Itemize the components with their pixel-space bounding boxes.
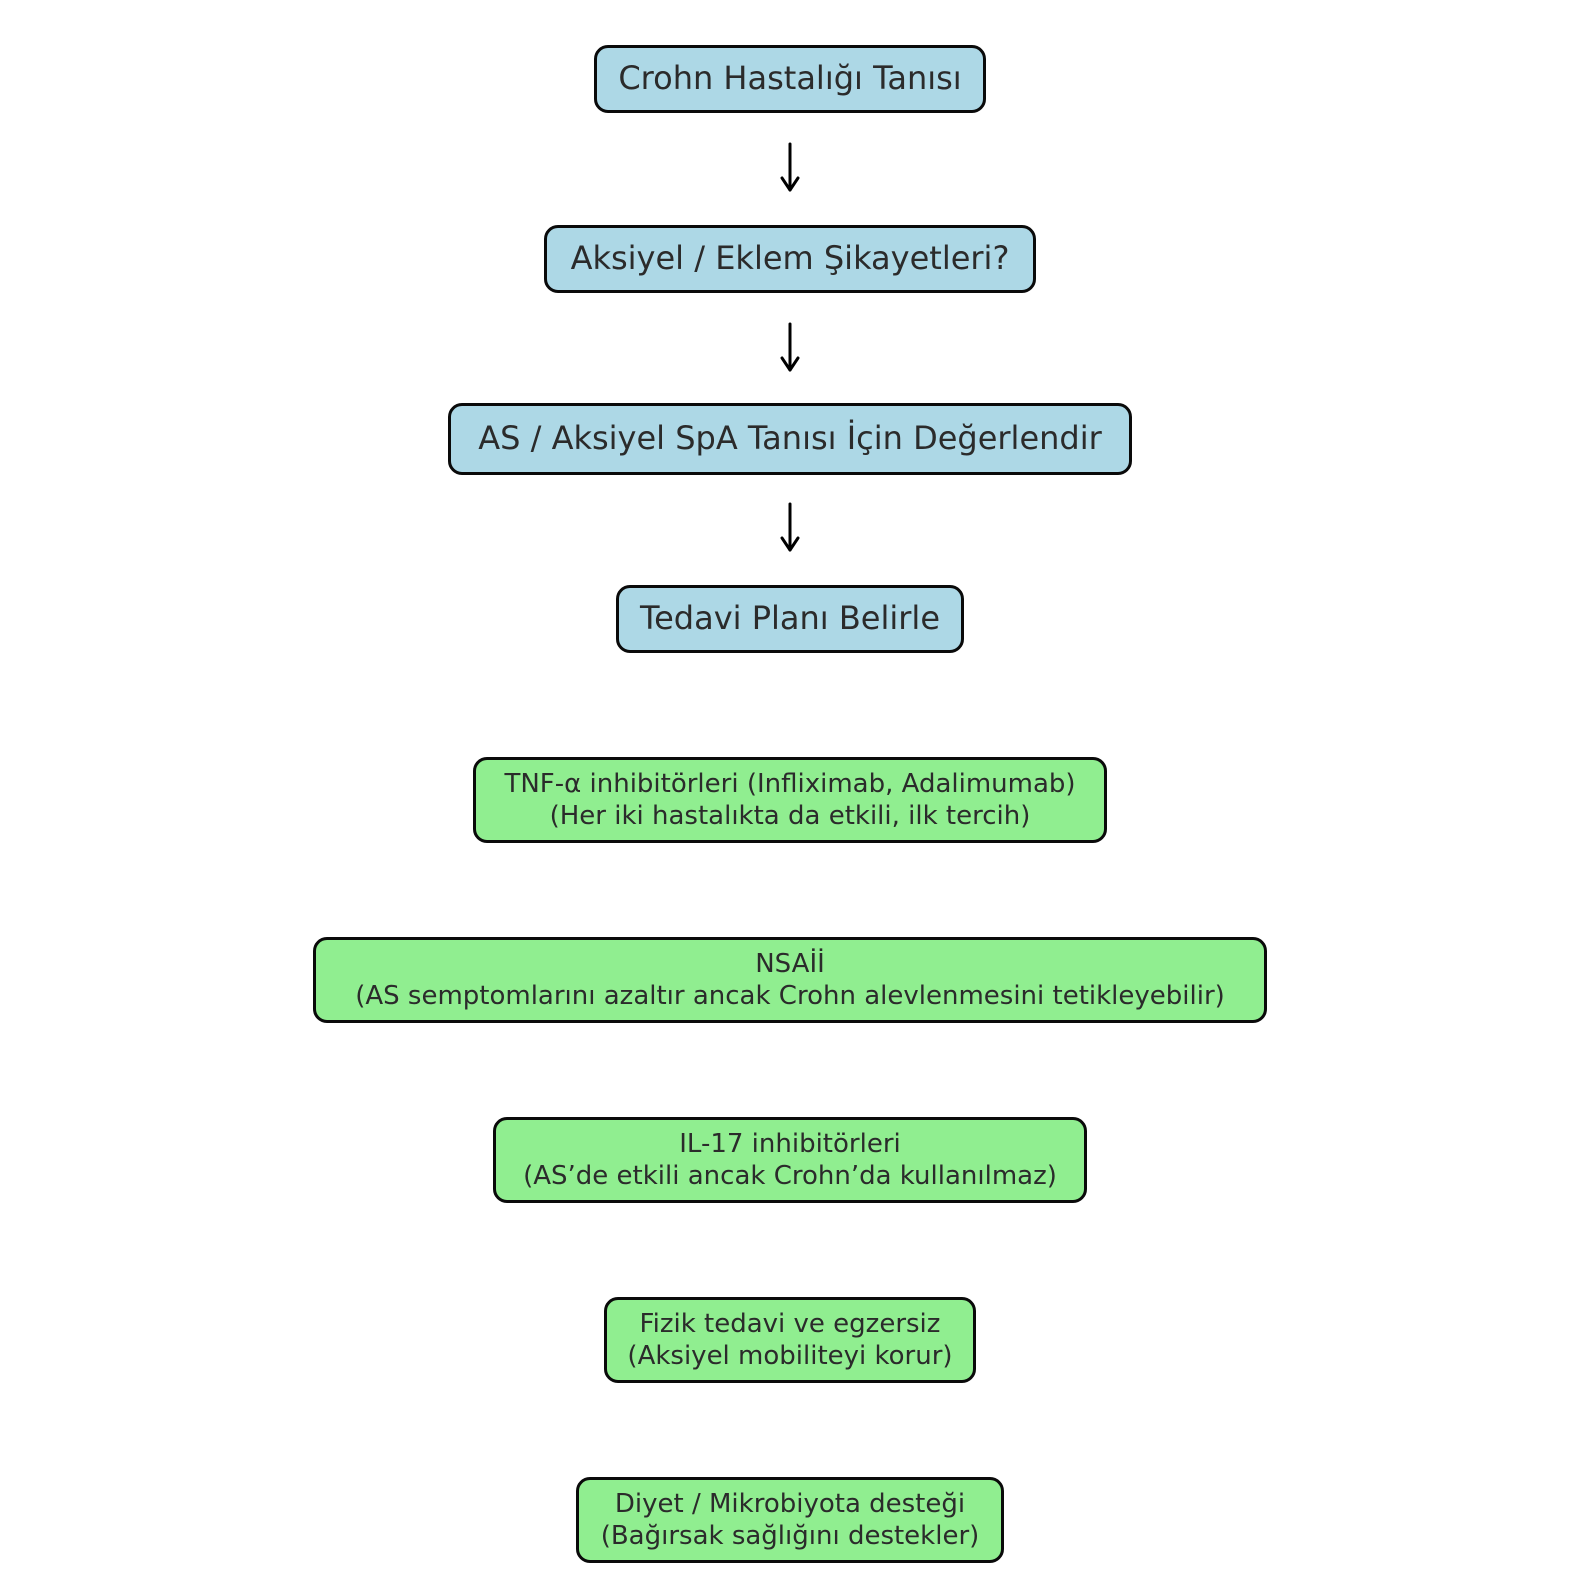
treatment-note: (Aksiyel mobiliteyi korur) <box>627 1341 953 1371</box>
treatment-name: Diyet / Mikrobiyota desteği <box>614 1488 966 1519</box>
arrow-step1-to-step2 <box>780 142 800 192</box>
treatment-il17: IL-17 inhibitörleri (AS’de etkili ancak … <box>493 1117 1087 1203</box>
step-label: Aksiyel / Eklem Şikayetleri? <box>570 239 1010 278</box>
treatment-name: TNF-α inhibitörleri (Infliximab, Adalimu… <box>504 768 1076 799</box>
step-label: Crohn Hastalığı Tanısı <box>618 59 962 98</box>
treatment-note: (Bağırsak sağlığını destekler) <box>600 1521 980 1551</box>
treatment-physiotherapy: Fizik tedavi ve egzersiz (Aksiyel mobili… <box>604 1297 976 1383</box>
treatment-name: Fizik tedavi ve egzersiz <box>639 1308 941 1339</box>
treatment-note: (AS semptomlarını azaltır ancak Crohn al… <box>355 981 1225 1011</box>
step-evaluate-as-spa: AS / Aksiyel SpA Tanısı İçin Değerlendir <box>448 403 1132 475</box>
step-crohn-diagnosis: Crohn Hastalığı Tanısı <box>594 45 986 113</box>
treatment-note: (AS’de etkili ancak Crohn’da kullanılmaz… <box>523 1161 1057 1191</box>
step-treatment-plan: Tedavi Planı Belirle <box>616 585 964 653</box>
arrow-step2-to-step3 <box>780 322 800 372</box>
treatment-name: NSAİİ <box>755 948 825 979</box>
step-label: AS / Aksiyel SpA Tanısı İçin Değerlendir <box>478 419 1102 458</box>
treatment-note: (Her iki hastalıkta da etkili, ilk terci… <box>549 801 1031 831</box>
step-label: Tedavi Planı Belirle <box>639 599 940 638</box>
step-axial-joint-complaints: Aksiyel / Eklem Şikayetleri? <box>544 225 1036 293</box>
treatment-diet-microbiota: Diyet / Mikrobiyota desteği (Bağırsak sa… <box>576 1477 1004 1563</box>
treatment-tnf-alpha: TNF-α inhibitörleri (Infliximab, Adalimu… <box>473 757 1107 843</box>
treatment-nsaid: NSAİİ (AS semptomlarını azaltır ancak Cr… <box>313 937 1267 1023</box>
arrow-step3-to-step4 <box>780 502 800 552</box>
treatment-name: IL-17 inhibitörleri <box>679 1128 901 1159</box>
